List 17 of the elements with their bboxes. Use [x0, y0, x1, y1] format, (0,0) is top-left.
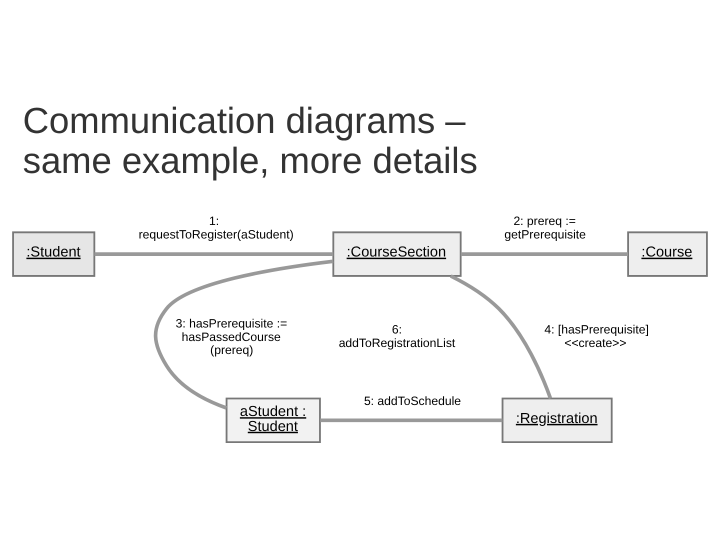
connector: [450, 274, 552, 399]
label: 6: addToRegistrationList: [338, 322, 456, 350]
edge-label: 1: requestToRegister(aStudent): [138, 214, 294, 241]
node-box: :Student: [12, 230, 96, 276]
edge-label: 4: [hasPrerequisite] <<create>>: [544, 322, 649, 350]
node-box: :Registration: [502, 397, 613, 443]
connector: [320, 418, 502, 422]
diagram-title: Communication diagrams – same example, more details: [22, 99, 478, 180]
connector: [460, 252, 628, 256]
edge-label: 2: prereq := getPrerequisite: [504, 214, 586, 241]
connector: [94, 252, 334, 256]
edge-label: 5: addToSchedule: [364, 394, 462, 408]
node-box: aStudent : Student: [226, 397, 321, 443]
connector: [154, 259, 334, 410]
node-box: :CourseSection: [332, 230, 462, 276]
node-box: :Course: [627, 230, 708, 276]
edge-label: 3: hasPrerequisite := hasPassedCourse (prereq): [176, 316, 288, 357]
